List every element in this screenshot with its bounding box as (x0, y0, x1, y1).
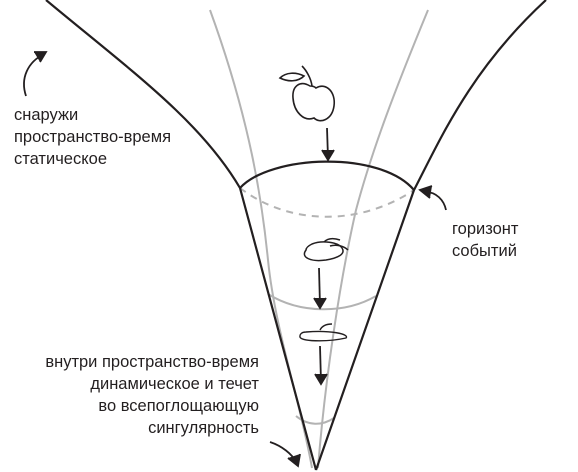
arrow-fall-3 (314, 345, 328, 386)
callout-arrow-outside (23, 51, 48, 97)
outside-label: снаружи пространство-время статическое (14, 104, 171, 170)
inside-label: внутри пространство-время динамическое и… (45, 351, 259, 439)
inner-ring-1 (267, 293, 377, 311)
event-horizon-label-line-1: горизонт (452, 220, 519, 238)
event-horizon-label: горизонт событий (452, 218, 518, 262)
callout-arrow-inside (269, 441, 301, 468)
inside-label-line-4: сингулярность (148, 419, 259, 437)
inside-label-line-1: внутри пространство-время (45, 353, 259, 371)
arrow-fall-1 (321, 127, 335, 162)
light-path-right (317, 9, 429, 469)
outside-label-line-2: пространство-время (14, 128, 172, 146)
stretched-apple-icon (303, 237, 349, 262)
inner-ring-2 (295, 415, 335, 425)
outside-label-line-3: статическое (14, 150, 107, 168)
event-horizon-label-line-2: событий (452, 242, 517, 260)
arrow-fall-2 (313, 267, 327, 310)
inside-label-line-3: во всепоглощающую (98, 397, 259, 415)
funnel-right-wall (314, 0, 547, 471)
inside-label-line-2: динамическое и течет (90, 375, 259, 393)
apple-icon (278, 65, 336, 122)
callout-arrow-horizon (418, 185, 447, 211)
funnel-left-wall (45, 0, 318, 471)
event-horizon-back (239, 187, 415, 218)
outside-label-line-1: снаружи (14, 106, 79, 124)
event-horizon-front (239, 160, 415, 191)
spaghettified-apple-icon (299, 323, 348, 342)
